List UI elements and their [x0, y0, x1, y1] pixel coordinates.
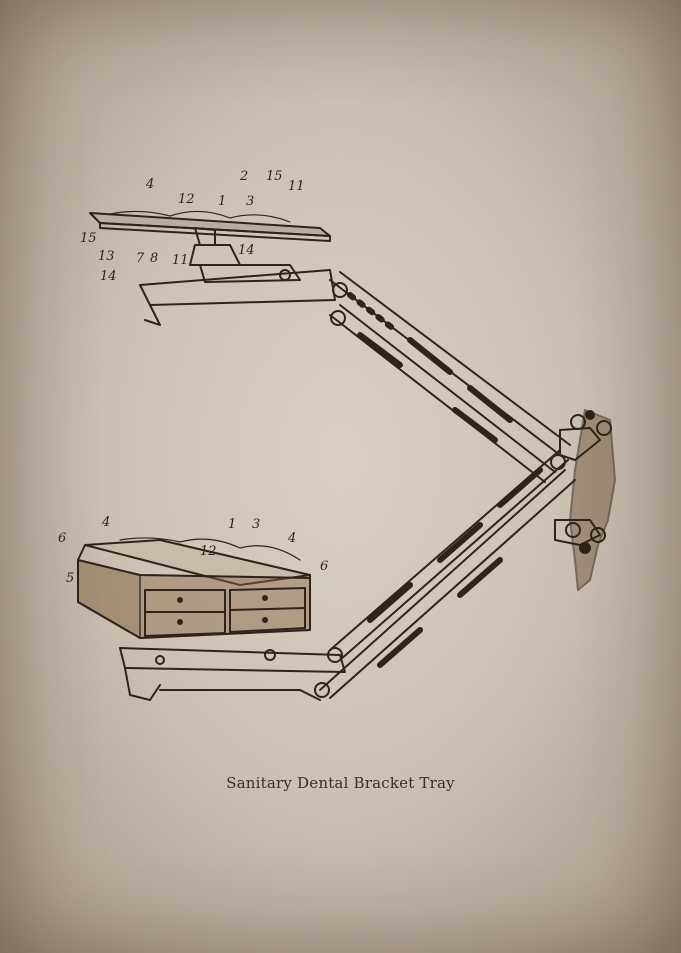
label-4: 4 [287, 531, 296, 546]
label-15: 15 [80, 231, 97, 246]
upper-arm [329, 271, 571, 483]
label-6: 6 [320, 559, 328, 574]
lower-arm [314, 449, 576, 699]
label-2: 2 [239, 169, 248, 184]
label-12: 12 [178, 192, 195, 207]
label-14: 14 [238, 243, 255, 258]
bottom-tray-labels: 4 1 3 6 4 5 6 12 [58, 515, 328, 586]
label-13: 13 [98, 249, 115, 264]
label-8: 8 [150, 251, 158, 266]
label-1: 1 [228, 517, 236, 532]
label-11: 11 [172, 253, 189, 268]
top-tray [89, 210, 331, 266]
label-15: 15 [266, 169, 283, 184]
label-5: 5 [66, 571, 74, 586]
label-3: 3 [252, 517, 260, 532]
wall-mount [554, 409, 616, 591]
label-1: 1 [218, 194, 226, 209]
label-7: 7 [136, 251, 145, 266]
bottom-tray-bracket [119, 647, 346, 701]
caption: Sanitary Dental Bracket Tray [226, 774, 455, 792]
label-3: 3 [246, 194, 254, 209]
label-12: 12 [200, 544, 217, 559]
bottom-cabinet [77, 537, 311, 639]
label-4: 4 [145, 177, 154, 192]
top-tray-labels: 4 12 2 1 15 3 11 15 13 14 7 8 11 14 [80, 169, 305, 284]
label-6: 6 [58, 531, 66, 546]
top-tray-bracket [139, 264, 336, 326]
label-14: 14 [100, 269, 117, 284]
label-11: 11 [288, 179, 305, 194]
label-4: 4 [101, 515, 110, 530]
